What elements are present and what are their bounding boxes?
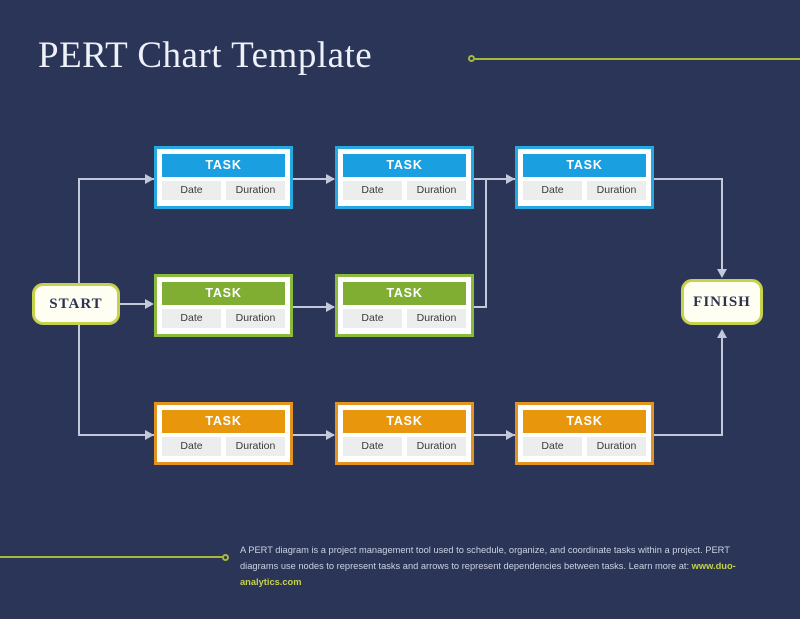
task-card-orange-2[interactable]: TASK Date Duration (335, 402, 474, 465)
arrow-green1-to-green2 (326, 302, 335, 312)
connector-green1-green2 (292, 306, 334, 308)
task-duration-cell[interactable]: Duration (407, 437, 466, 456)
task-date-cell[interactable]: Date (343, 181, 402, 200)
task-duration-cell[interactable]: Duration (407, 309, 466, 328)
task-card-green-1[interactable]: TASK Date Duration (154, 274, 293, 337)
connector-green2-join-blue3 (485, 178, 515, 180)
footer-text: A PERT diagram is a project management t… (240, 545, 730, 571)
connector-spine-to-orange (78, 434, 154, 436)
arrow-start-to-blue1 (145, 174, 154, 184)
task-duration-cell[interactable]: Duration (226, 309, 285, 328)
connector-blue3-to-finish (654, 178, 723, 180)
task-title: TASK (523, 154, 646, 177)
accent-line-bottom (0, 556, 226, 558)
task-title: TASK (343, 282, 466, 305)
task-date-cell[interactable]: Date (162, 309, 221, 328)
task-duration-cell[interactable]: Duration (587, 437, 646, 456)
task-date-cell[interactable]: Date (162, 437, 221, 456)
task-card-green-2[interactable]: TASK Date Duration (335, 274, 474, 337)
accent-line-top (475, 57, 800, 60)
node-finish[interactable]: FINISH (681, 279, 763, 325)
page-title: PERT Chart Template (38, 35, 373, 76)
footer-description: A PERT diagram is a project management t… (240, 542, 768, 590)
connector-green2-riser (485, 178, 487, 308)
arrow-orange2-to-orange3 (506, 430, 515, 440)
task-date-cell[interactable]: Date (162, 181, 221, 200)
arrow-orange3-to-finish (717, 329, 727, 338)
task-duration-cell[interactable]: Duration (407, 181, 466, 200)
task-card-blue-3[interactable]: TASK Date Duration (515, 146, 654, 209)
node-start-label: START (49, 295, 103, 312)
arrow-blue3-to-finish (717, 269, 727, 278)
task-card-blue-1[interactable]: TASK Date Duration (154, 146, 293, 209)
node-finish-label: FINISH (693, 293, 751, 310)
task-date-cell[interactable]: Date (343, 309, 402, 328)
task-duration-cell[interactable]: Duration (226, 181, 285, 200)
task-title: TASK (523, 410, 646, 433)
task-title: TASK (343, 410, 466, 433)
connector-blue3-descender (721, 178, 723, 274)
accent-dot-bottom (222, 553, 229, 561)
connector-start-out (120, 303, 152, 305)
footer-link[interactable]: www.duo-analytics.com (240, 561, 736, 587)
arrow-start-to-green1 (145, 299, 154, 309)
task-date-cell[interactable]: Date (523, 437, 582, 456)
arrow-blue1-to-blue2 (326, 174, 335, 184)
connector-orange2-orange3 (473, 434, 515, 436)
accent-dot-top (468, 55, 475, 62)
connector-orange3-to-finish (654, 434, 723, 436)
task-title: TASK (162, 154, 285, 177)
task-date-cell[interactable]: Date (343, 437, 402, 456)
connector-green2-out (473, 306, 487, 308)
task-duration-cell[interactable]: Duration (226, 437, 285, 456)
connector-orange3-riser (721, 333, 723, 434)
task-title: TASK (162, 282, 285, 305)
task-title: TASK (343, 154, 466, 177)
connector-blue1-blue2 (292, 178, 334, 180)
task-card-orange-3[interactable]: TASK Date Duration (515, 402, 654, 465)
task-duration-cell[interactable]: Duration (587, 181, 646, 200)
node-start[interactable]: START (32, 283, 120, 325)
connector-orange1-orange2 (292, 434, 334, 436)
task-title: TASK (162, 410, 285, 433)
task-date-cell[interactable]: Date (523, 181, 582, 200)
task-card-blue-2[interactable]: TASK Date Duration (335, 146, 474, 209)
task-card-orange-1[interactable]: TASK Date Duration (154, 402, 293, 465)
arrow-start-to-orange1 (145, 430, 154, 440)
arrow-orange1-to-orange2 (326, 430, 335, 440)
connector-spine-to-blue (78, 178, 154, 180)
